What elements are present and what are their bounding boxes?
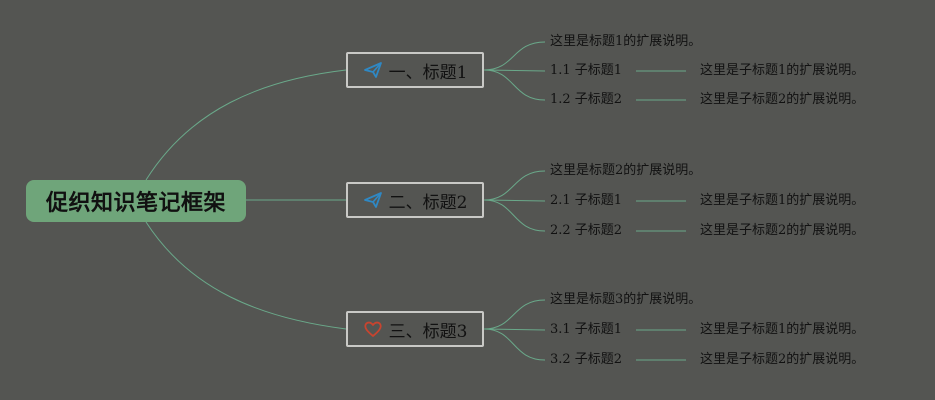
subtopic-1-2-note: 这里是子标题2的扩展说明。 [700,92,865,107]
topic-1-label: 一、标题1 [388,62,468,83]
topic-1[interactable]: 一、标题1 [346,52,484,88]
topic-2-note: 这里是标题2的扩展说明。 [550,163,702,178]
subtopic-2-1-note: 这里是子标题1的扩展说明。 [700,193,865,208]
paper-plane-icon [363,190,383,210]
topic-3-note: 这里是标题3的扩展说明。 [550,292,702,307]
topic-2-label: 二、标题2 [388,192,468,213]
subtopic-3-2-note: 这里是子标题2的扩展说明。 [700,352,865,367]
connector-topic-2-sub-2 [483,199,546,232]
subtopic-1-2[interactable]: 1.2 子标题2 [550,92,623,107]
subtopic-3-1[interactable]: 3.1 子标题1 [550,322,623,337]
connector-topic-1-sub-2 [483,69,546,101]
connector-topic-3-note [483,299,546,330]
subtopic-3-2[interactable]: 3.2 子标题2 [550,352,623,367]
subtopic-3-1-note: 这里是子标题1的扩展说明。 [700,322,865,337]
subtopic-2-2[interactable]: 2.2 子标题2 [550,223,623,238]
heart-icon [363,319,383,339]
subtopic-2-1[interactable]: 2.1 子标题1 [550,193,623,208]
topic-2[interactable]: 二、标题2 [346,182,484,218]
connector-topic-1-sub-1 [483,69,546,72]
connector-topic-1-note [483,41,546,71]
topic-1-note: 这里是标题1的扩展说明。 [550,34,702,49]
subtopic-1-1-note: 这里是子标题1的扩展说明。 [700,63,865,78]
connector-topic-3-sub-1 [483,328,546,331]
connector-topic-2-note [483,170,546,201]
subtopic-1-1[interactable]: 1.1 子标题1 [550,63,623,78]
paper-plane-icon [363,60,383,80]
subtopic-2-2-note: 这里是子标题2的扩展说明。 [700,223,865,238]
connector-root-topic-3 [145,221,347,330]
root-topic[interactable]: 促织知识笔记框架 [26,180,246,222]
connector-root-topic-1 [145,69,347,181]
connector-topic-2-sub-1 [483,199,546,202]
connector-topic-3-sub-2 [483,328,546,361]
topic-3-label: 三、标题3 [388,321,468,342]
topic-3[interactable]: 三、标题3 [346,311,484,347]
